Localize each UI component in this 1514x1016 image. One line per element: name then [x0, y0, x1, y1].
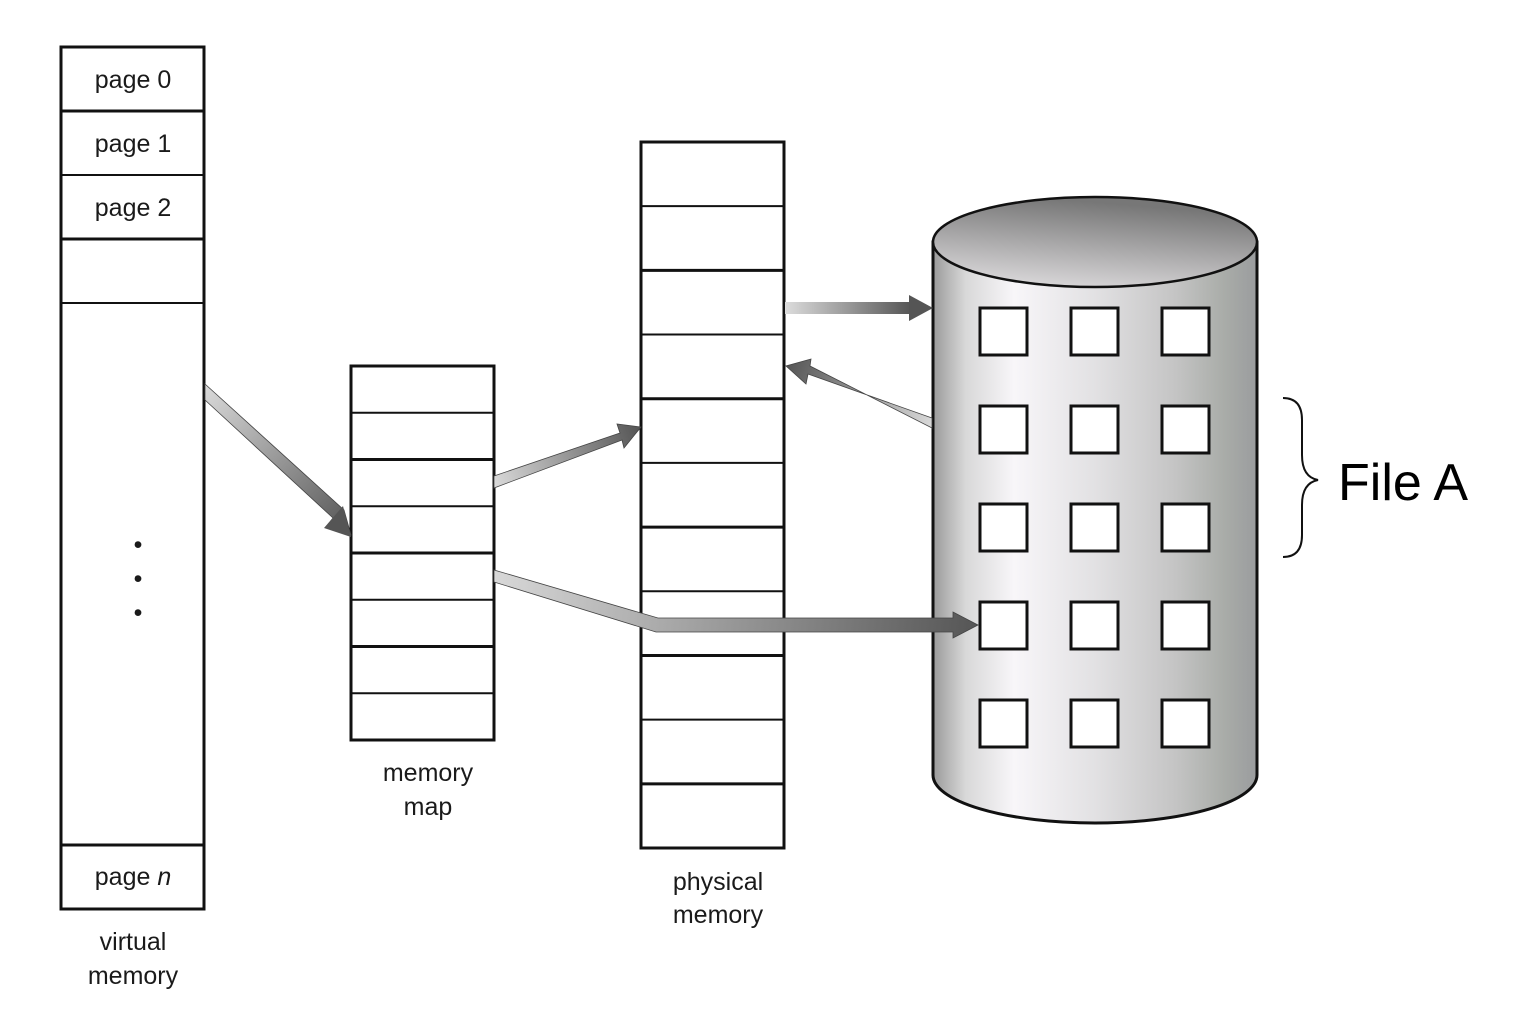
- ellipsis-dot: •: [134, 531, 143, 559]
- disk: [931, 195, 1259, 825]
- virtual-memory-frame: [59, 45, 206, 911]
- memory-map-caption-line2: map: [404, 793, 453, 821]
- disk-block: [1069, 698, 1120, 749]
- arrow-map-to-disk-block: [493, 569, 979, 639]
- arrow-map-to-physical: [493, 423, 642, 489]
- disk-block: [1069, 404, 1120, 455]
- virtual-memory-caption-line2: memory: [88, 962, 179, 990]
- disk-block: [1160, 698, 1211, 749]
- file-a-brace: File A: [1282, 397, 1468, 558]
- ellipsis-dot: •: [134, 565, 143, 593]
- disk-block: [978, 600, 1029, 651]
- disk-block: [1069, 502, 1120, 553]
- disk-block: [1069, 600, 1120, 651]
- disk-block: [978, 404, 1029, 455]
- brace-icon: [1282, 397, 1319, 558]
- disk-block: [1160, 600, 1211, 651]
- page-n-label: page n: [95, 863, 171, 891]
- page-1-label: page 1: [95, 130, 171, 158]
- disk-block: [978, 698, 1029, 749]
- memory-map-caption-line1: memory: [383, 759, 474, 787]
- virtual-memory: page 0 page 1 page 2 • • • page n virtua…: [59, 45, 206, 990]
- physical-memory-caption-line1: physical: [673, 868, 763, 896]
- physical-memory-caption-line2: memory: [673, 901, 764, 929]
- arrow-virtual-to-map: [204, 383, 352, 537]
- arrow-disk-to-physical: [785, 358, 933, 429]
- page-0-label: page 0: [95, 66, 171, 94]
- file-a-label: File A: [1338, 454, 1468, 512]
- disk-top: [931, 195, 1259, 289]
- disk-block: [1160, 404, 1211, 455]
- arrows: [204, 295, 979, 639]
- ellipsis-dot: •: [134, 599, 143, 627]
- arrow-physical-to-disk: [785, 295, 933, 321]
- disk-block: [978, 306, 1029, 357]
- physical-memory: physical memory: [639, 140, 786, 929]
- memory-map: memory map: [349, 364, 496, 821]
- page-2-label: page 2: [95, 194, 171, 222]
- virtual-memory-caption-line1: virtual: [100, 928, 167, 956]
- physical-memory-frame: [639, 140, 786, 850]
- disk-block: [1160, 502, 1211, 553]
- disk-block: [978, 502, 1029, 553]
- disk-block: [1160, 306, 1211, 357]
- disk-block: [1069, 306, 1120, 357]
